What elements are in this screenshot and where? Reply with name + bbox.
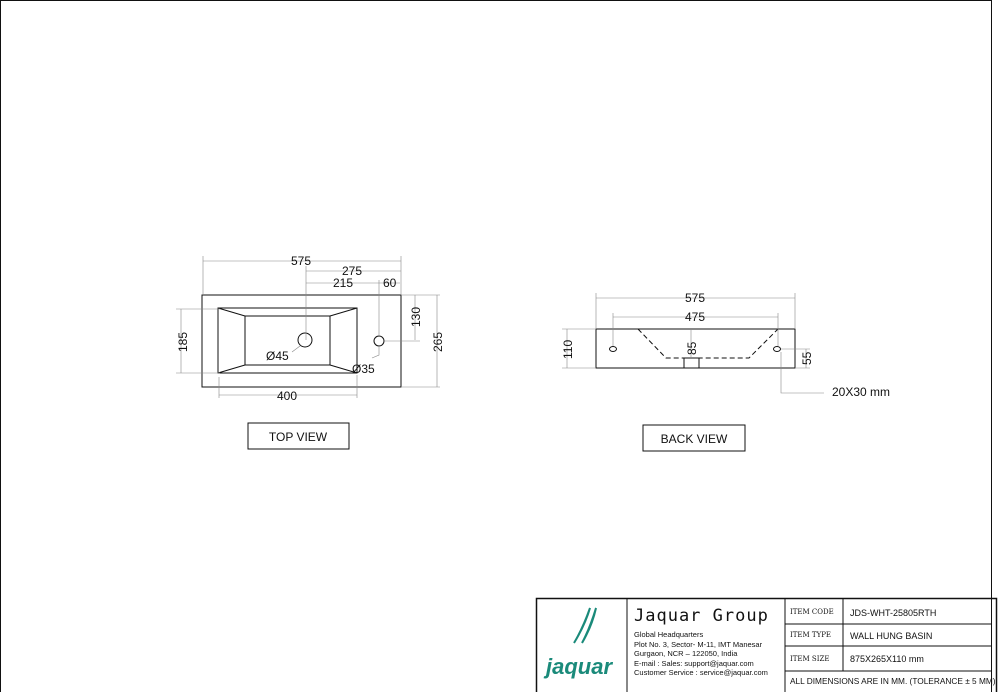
top-view: 575 275 215 60 185 130 265 400 Ø45 Ø35 T… — [176, 254, 445, 450]
dim-55: 55 — [800, 351, 814, 365]
bowl-bottom — [244, 315, 331, 366]
dim-575: 575 — [291, 254, 311, 268]
company-name: Jaquar Group — [634, 606, 769, 626]
dim-130: 130 — [409, 307, 423, 327]
dim-575-back: 575 — [685, 291, 705, 305]
address-line: Gurgaon, NCR – 122050, India — [634, 649, 738, 658]
dim-215: 215 — [333, 276, 353, 290]
dim-60: 60 — [383, 276, 397, 290]
item-code-value: JDS-WHT-25805RTH — [850, 608, 936, 618]
svg-text:jaquar: jaquar — [543, 654, 613, 679]
address-line: Plot No. 3, Sector- M-11, IMT Manesar — [634, 640, 763, 649]
item-type-label: ITEM TYPE — [790, 631, 831, 639]
back-view-label: BACK VIEW — [661, 432, 728, 446]
dim-110: 110 — [561, 340, 575, 359]
dim-185: 185 — [176, 332, 190, 352]
overflow-slot — [683, 357, 700, 369]
back-view: 575 475 110 85 55 20X30 mm BACK VIEW — [561, 291, 890, 452]
address-line: Global Headquarters — [634, 630, 703, 639]
tolerance-note: ALL DIMENSIONS ARE IN MM. (TOLERANCE ± 5… — [790, 676, 996, 686]
dim-drain-dia: Ø45 — [266, 349, 289, 363]
bowl-hidden-line — [637, 328, 779, 359]
item-size-value: 875X265X110 mm — [850, 654, 924, 664]
dim-400: 400 — [277, 389, 297, 403]
tap-hole — [373, 335, 385, 347]
item-type-value: WALL HUNG BASIN — [850, 631, 932, 641]
top-view-label: TOP VIEW — [269, 430, 328, 444]
mounting-hole-left — [609, 346, 617, 352]
jaquar-logo: jaquar — [543, 607, 613, 679]
top-view-label-box — [247, 422, 350, 450]
item-size-label: ITEM SIZE — [790, 655, 829, 663]
dim-265: 265 — [431, 332, 445, 352]
mounting-hole-right — [773, 346, 781, 352]
dim-475: 475 — [685, 310, 705, 324]
back-view-label-box — [642, 424, 746, 452]
dim-85: 85 — [685, 341, 699, 355]
dim-slot: 20X30 mm — [832, 385, 890, 399]
dim-tap-dia: Ø35 — [352, 362, 375, 376]
email-sales: E-mail : Sales: support@jaquar.com — [634, 659, 754, 668]
title-block: jaquar Jaquar Group Global Headquarters … — [535, 597, 998, 692]
drain-hole — [297, 332, 313, 348]
bowl-outline — [217, 307, 358, 374]
email-service: Customer Service : service@jaquar.com — [634, 668, 768, 677]
item-code-label: ITEM CODE — [790, 608, 834, 616]
dim-275: 275 — [342, 264, 362, 278]
